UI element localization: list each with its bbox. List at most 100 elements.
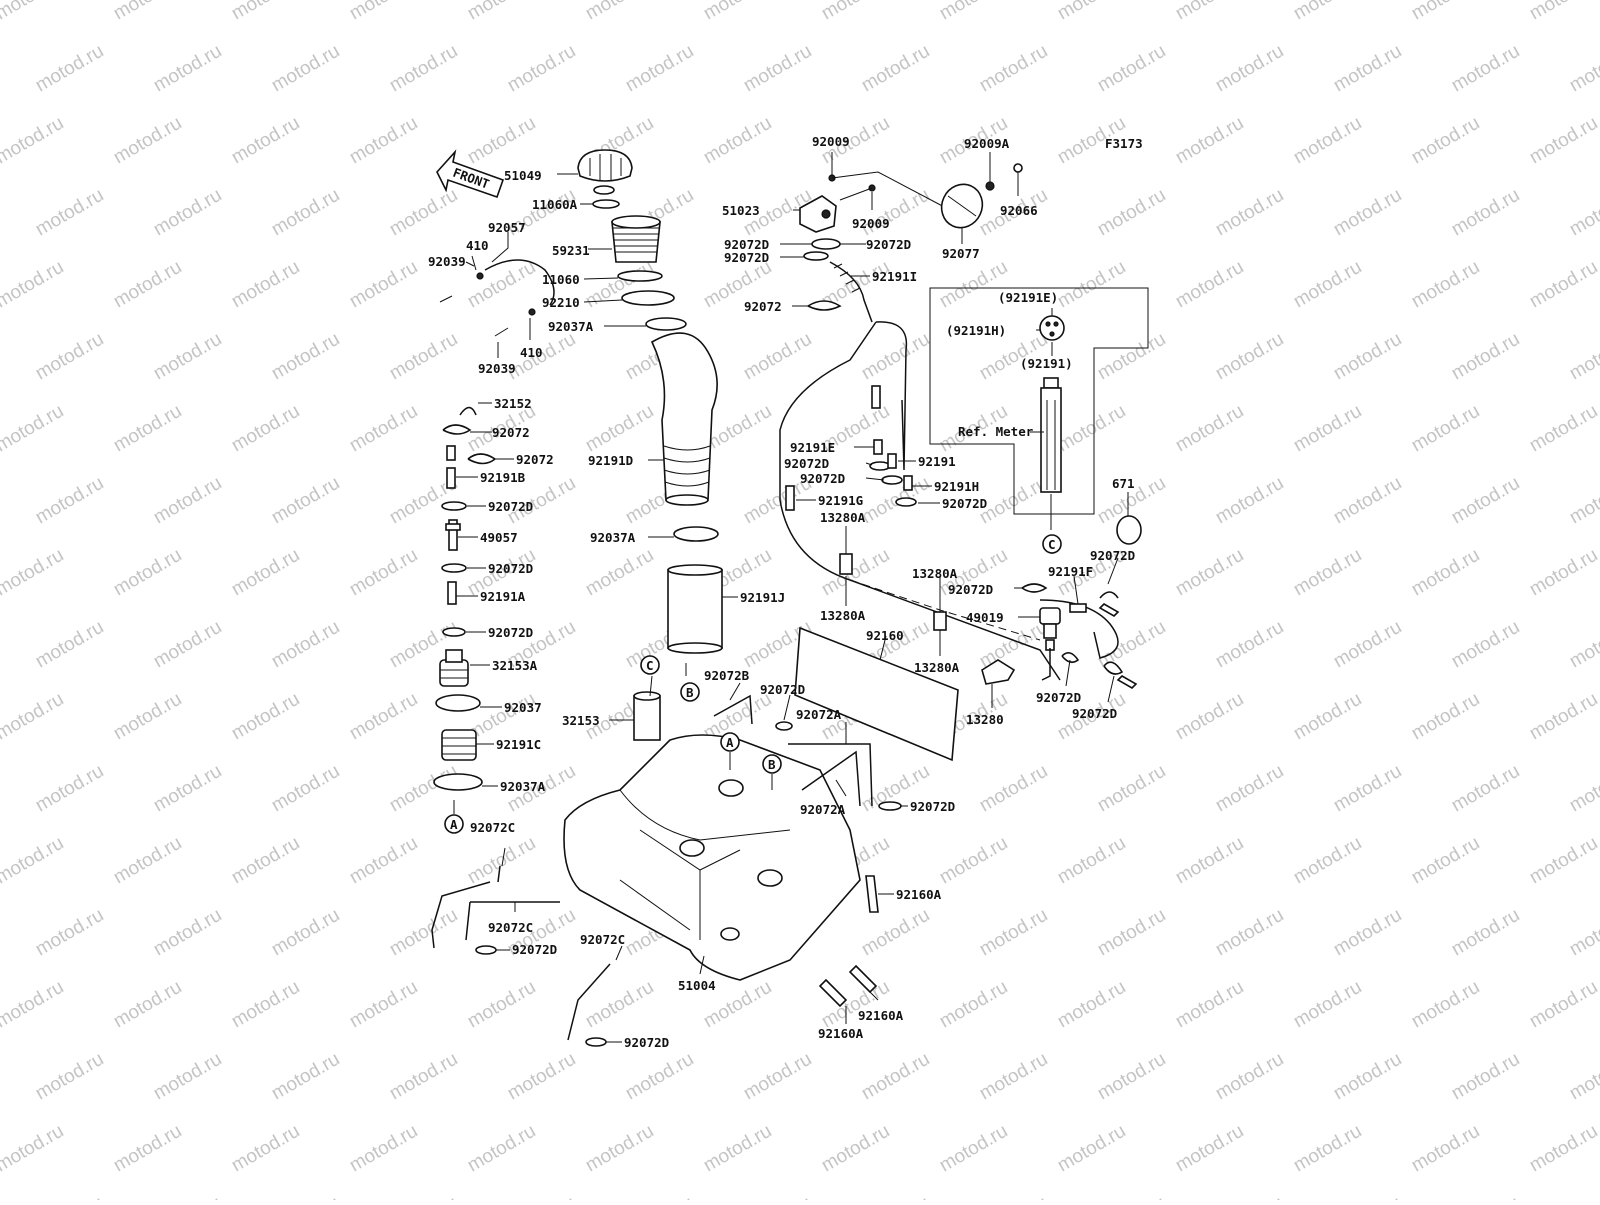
label-32152: 32152 [494, 396, 532, 411]
label-13280a-c: 13280A [820, 608, 866, 623]
callout-b-upper: B [680, 682, 700, 702]
watermark-text: motod.ru [1566, 473, 1600, 529]
svg-text:A: A [450, 817, 458, 832]
fitting-410-b [528, 308, 536, 316]
label-92072d-c: 92072D [488, 625, 533, 640]
watermark-text: motod.ru [504, 1193, 579, 1200]
label-92009-b: 92009 [852, 216, 890, 231]
label-92191j: 92191J [740, 590, 785, 605]
watermark-text: motod.ru [858, 41, 933, 97]
fitting-410 [476, 272, 484, 280]
label-92072d-j: 92072D [724, 250, 769, 265]
label-92009-top: 92009 [812, 134, 850, 149]
clip-92072d-l [881, 475, 903, 485]
label-92191d: 92191D [588, 453, 633, 468]
watermark-text: motod.ru [1094, 329, 1169, 385]
label-92160a-a: 92160A [896, 887, 942, 902]
label-92066: 92066 [1000, 203, 1038, 218]
label-51049: 51049 [504, 168, 542, 183]
gasket-11060a [592, 199, 620, 209]
label-92160a-c: 92160A [818, 1026, 864, 1041]
watermark-text: motod.ru [1290, 977, 1365, 1033]
watermark-text: motod.ru [1526, 113, 1600, 169]
watermark-text: motod.ru [504, 1049, 579, 1105]
watermark-text: motod.ru [1566, 1193, 1600, 1200]
watermark-text: motod.ru [818, 0, 893, 24]
watermark-text: motod.ru [150, 185, 225, 241]
watermark-text: motod.ru [700, 113, 775, 169]
pipe-small [446, 445, 456, 461]
strap-92072b [713, 694, 753, 725]
label-51023: 51023 [722, 203, 760, 218]
watermark-text: motod.ru [346, 977, 421, 1033]
hose-92191b [446, 467, 456, 489]
watermark-text: motod.ru [1330, 1193, 1405, 1200]
watermark-text: motod.ru [150, 1049, 225, 1105]
svg-text:C: C [646, 658, 654, 673]
label-92037a-c: 92037A [500, 779, 546, 794]
grommet-32153a [439, 649, 469, 687]
watermark-text: motod.ru [1094, 1049, 1169, 1105]
watermark-text: motod.ru [1526, 977, 1600, 1033]
watermark-text: motod.ru [464, 977, 539, 1033]
watermark-text: motod.ru [1290, 1121, 1365, 1177]
label-92191f: 92191F [1048, 564, 1093, 579]
watermark-text: motod.ru [1408, 689, 1483, 745]
watermark-text: motod.ru [0, 401, 67, 457]
clip-92072d-p [1061, 652, 1080, 664]
callout-markers: C B A B A C [444, 534, 1062, 834]
watermark-text: motod.ru [150, 1193, 225, 1200]
label-92037: 92037 [504, 700, 542, 715]
callout-c-upper: C [640, 655, 660, 675]
watermark-text: motod.ru [268, 185, 343, 241]
watermark-text: motod.ru [1408, 1121, 1483, 1177]
watermark-text: motod.ru [858, 329, 933, 385]
clip-92072d-j [803, 251, 829, 261]
clip-92072d-h [811, 238, 841, 250]
watermark-text: motod.ru [1448, 473, 1523, 529]
svg-text:B: B [686, 685, 694, 700]
watermark-text: motod.ru [582, 545, 657, 601]
watermark-text: motod.ru [858, 905, 933, 961]
o-ring-11060 [617, 270, 663, 282]
watermark-text: motod.ru [1448, 329, 1523, 385]
watermark-text: motod.ru [1212, 1193, 1287, 1200]
label-92037a-b: 92037A [590, 530, 636, 545]
label-92072d-b: 92072D [488, 561, 533, 576]
watermark-text: motod.ru [1526, 0, 1600, 24]
hose-92191a [447, 581, 457, 605]
label-92191g: 92191G [818, 493, 863, 508]
watermark-text: motod.ru [1172, 1121, 1247, 1177]
watermark-text: motod.ru [1526, 257, 1600, 313]
watermark-text: motod.ru [0, 113, 67, 169]
watermark-text: motod.ru [1566, 329, 1600, 385]
hose-92191 [887, 453, 897, 469]
watermark-text: motod.ru [0, 257, 67, 313]
watermark-text: motod.ru [1448, 617, 1523, 673]
watermark-text: motod.ru [110, 257, 185, 313]
label-92191h-ref: (92191H) [946, 323, 1006, 338]
label-92037a-top: 92037A [548, 319, 594, 334]
watermark-text: motod.ru [582, 977, 657, 1033]
watermark-text: motod.ru [740, 329, 815, 385]
clip-92072d-q [1103, 661, 1124, 675]
clip-92072d-c [442, 627, 466, 637]
watermark-text: motod.ru [0, 833, 67, 889]
clip-92072 [442, 424, 472, 435]
watermark-text: motod.ru [0, 977, 67, 1033]
watermark-text: motod.ru [1330, 41, 1405, 97]
hose-92191c [441, 729, 477, 761]
label-59231: 59231 [552, 243, 590, 258]
watermark-text: motod.ru [346, 545, 421, 601]
clamp-92037a-lower [673, 526, 719, 542]
watermark-text: motod.ru [976, 761, 1051, 817]
watermark-text: motod.ru [1408, 977, 1483, 1033]
watermark-text: motod.ru [700, 0, 775, 24]
watermark-text: motod.ru [1172, 401, 1247, 457]
watermark-text: motod.ru [582, 401, 657, 457]
watermark-text: motod.ru [386, 1049, 461, 1105]
watermark-text: motod.ru [1212, 185, 1287, 241]
watermark-text: motod.ru [622, 1049, 697, 1105]
